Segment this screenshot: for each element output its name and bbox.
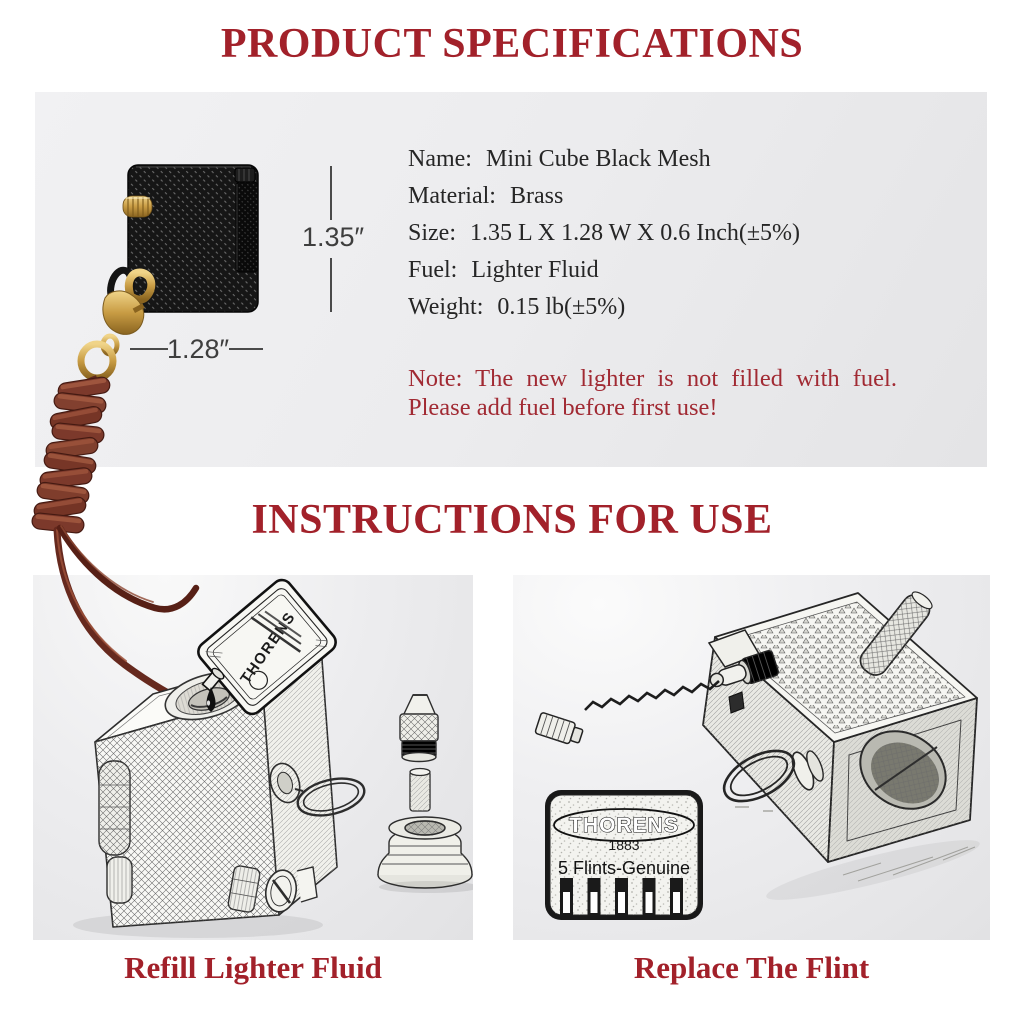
loose-flint-screw (534, 712, 584, 745)
spec-fuel: Fuel:Lighter Fluid (408, 257, 599, 283)
bottom-hardware (227, 865, 318, 913)
flint-part (409, 767, 431, 812)
flint-pack-label: 5 Flints-Genuine (558, 858, 690, 878)
fluid-can: THORENS (197, 578, 337, 716)
flint-spring-assembly (534, 629, 779, 745)
flint-lighter-body (702, 592, 978, 863)
page-title: PRODUCT SPECIFICATIONS (220, 21, 804, 67)
fuel-drop (206, 687, 216, 712)
leather-lanyard (31, 266, 202, 712)
refill-caption: Refill Lighter Fluid (124, 950, 382, 985)
width-dimension-line (130, 348, 168, 350)
height-dimension-line (330, 166, 332, 220)
spring (584, 680, 720, 711)
hanging-ring (722, 749, 824, 812)
key-ring (269, 762, 366, 817)
width-dimension-line (229, 348, 263, 350)
can-spout (201, 667, 225, 692)
gold-ring (77, 340, 117, 382)
spring-tube (98, 760, 133, 904)
spec-size: Size:1.35 L X 1.28 W X 0.6 Inch(±5%) (408, 220, 801, 246)
spec-material: Material:Brass (408, 183, 564, 209)
leather-braid (31, 376, 111, 534)
flint-caption: Replace The Flint (633, 950, 870, 985)
refill-lighter-body (94, 645, 338, 928)
height-dimension-line (330, 258, 332, 312)
gold-roller (122, 195, 153, 218)
flints (560, 878, 683, 916)
width-dimension-label: 1.28″ (167, 334, 230, 364)
flint-screw-part (399, 694, 439, 763)
flint-pack-brand: THORENS (569, 814, 679, 837)
collar-part (377, 816, 473, 893)
lighter-cap (234, 167, 256, 183)
flint-wheel-roller (859, 591, 933, 676)
refill-illustration: THORENS (73, 578, 473, 938)
spec-weight: Weight:0.15 lb(±5%) (408, 294, 626, 320)
wind-hole (859, 730, 947, 810)
flint-illustration: THORENS 1883 5 Flints-Genuine (534, 591, 980, 920)
fuel-note: Note: The new lighter is not filled with… (408, 365, 897, 421)
spec-list: Name:Mini Cube Black Mesh Material:Brass… (408, 146, 800, 331)
product-photo-and-lanyard (31, 164, 259, 712)
instructions-title: INSTRUCTIONS FOR USE (251, 497, 773, 543)
flint-pack-year: 1883 (608, 837, 639, 853)
height-dimension-label: 1.35″ (302, 222, 365, 252)
spec-name: Name:Mini Cube Black Mesh (408, 146, 711, 172)
lighter-photo (122, 164, 259, 313)
box-shadow (766, 840, 980, 900)
flint-pack: THORENS 1883 5 Flints-Genuine (545, 790, 703, 920)
flint-wheel-column (235, 181, 259, 273)
